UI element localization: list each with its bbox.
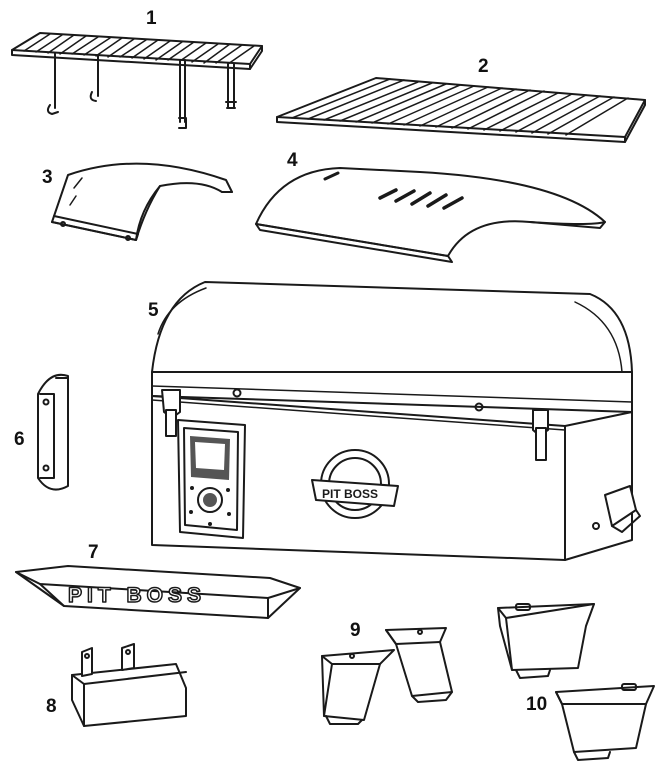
part-number-7: 7 bbox=[88, 542, 99, 563]
part-number-10: 10 bbox=[526, 694, 547, 715]
cooking-grid bbox=[276, 77, 646, 143]
part-number-8: 8 bbox=[46, 696, 57, 717]
upper-rack bbox=[11, 32, 263, 129]
part-number-5: 5 bbox=[148, 300, 159, 321]
heat-baffle-small bbox=[51, 162, 233, 241]
grill-body: PIT BOSS bbox=[151, 281, 641, 561]
front-handle: PIT BOSS bbox=[15, 565, 301, 619]
badge-text: PIT BOSS bbox=[322, 487, 378, 501]
bucket bbox=[71, 643, 187, 727]
part-number-4: 4 bbox=[287, 150, 298, 171]
part-number-1: 1 bbox=[146, 8, 157, 29]
part-number-3: 3 bbox=[42, 167, 53, 188]
heat-baffle-large bbox=[255, 167, 606, 263]
part-number-9: 9 bbox=[350, 620, 361, 641]
part-number-2: 2 bbox=[478, 56, 489, 77]
part-number-6: 6 bbox=[14, 429, 25, 450]
front-legs bbox=[321, 627, 453, 725]
front-handle-text: PIT BOSS bbox=[68, 584, 206, 607]
rear-legs bbox=[497, 603, 655, 761]
side-handle bbox=[37, 373, 69, 491]
